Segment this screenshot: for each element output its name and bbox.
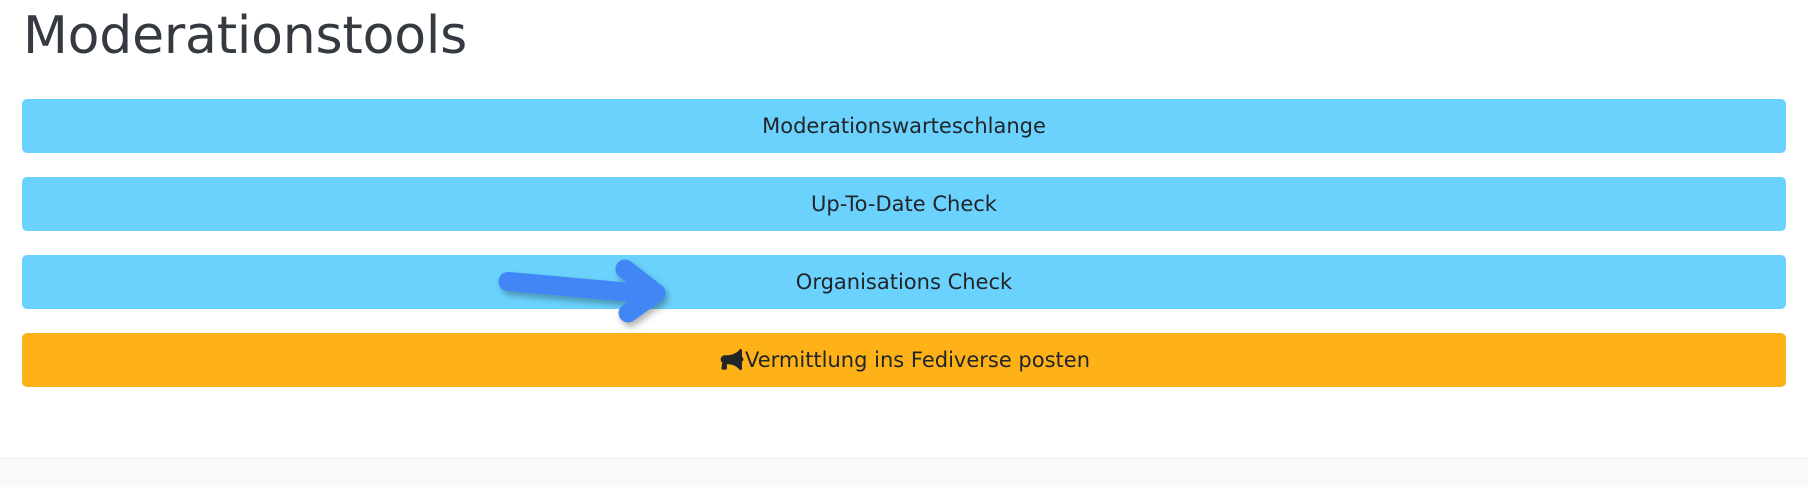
button-up-to-date-check[interactable]: Up-To-Date Check [22,177,1786,232]
button-organisations-check[interactable]: Organisations Check [22,255,1786,310]
button-label: Vermittlung ins Fediverse posten [744,347,1090,372]
moderation-tools-button-list: Moderationswarteschlange Up-To-Date Chec… [22,99,1786,388]
button-label: Moderationswarteschlange [762,113,1046,138]
page-content: Moderationstools Moderationswarteschlang… [22,6,1786,388]
button-label: Organisations Check [795,269,1013,294]
bullhorn-icon [718,349,744,371]
page-title: Moderationstools [23,6,467,66]
button-moderationswarteschlange[interactable]: Moderationswarteschlange [22,99,1786,154]
button-vermittlung-ins-fediverse-posten[interactable]: Vermittlung ins Fediverse posten [22,333,1786,388]
footer-strip [0,458,1808,487]
button-label: Up-To-Date Check [811,191,997,216]
